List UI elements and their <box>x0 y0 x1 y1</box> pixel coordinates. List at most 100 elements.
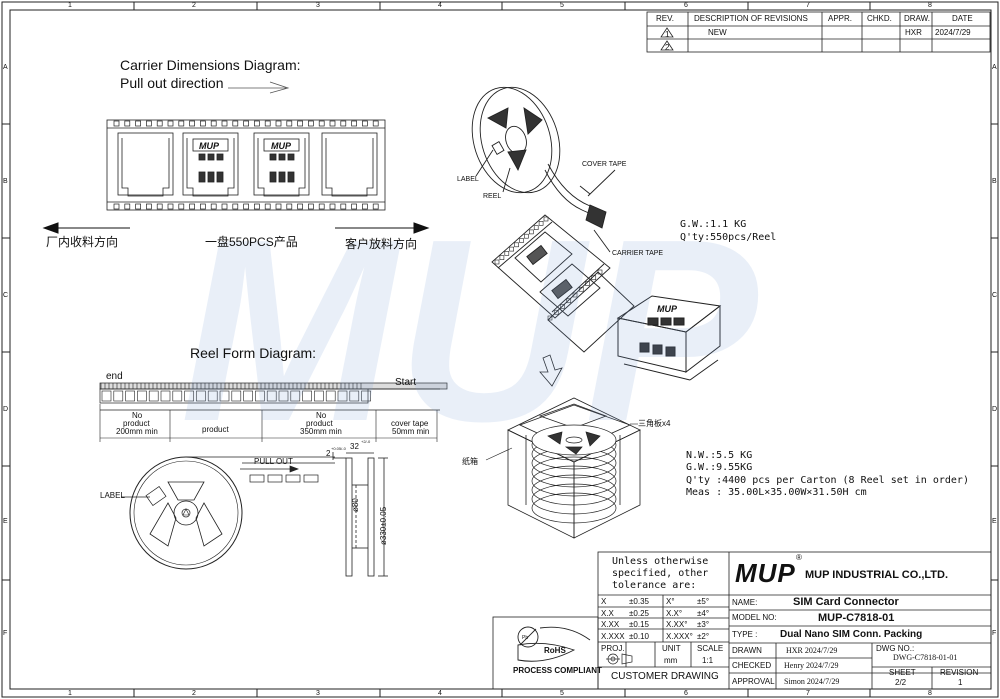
carrier-pockets <box>117 132 378 197</box>
iso-sprocket-hole <box>519 238 524 243</box>
carton-leaders <box>485 423 638 461</box>
revision-label: REVISION <box>940 668 979 677</box>
carton-corner-label: 三角板x4 <box>638 419 671 428</box>
tolerance-cell: ±2° <box>697 631 710 641</box>
iso-sprocket-hole <box>499 255 505 260</box>
rev-row1-date: 2024/7/29 <box>935 28 971 37</box>
sprocket-hole <box>167 120 174 127</box>
iso-sprocket-hole <box>528 229 534 235</box>
iso-sprocket-hole <box>578 286 584 292</box>
tape-cell <box>113 390 124 402</box>
sprocket-hole <box>340 203 347 210</box>
rev-row1-rev: 1 <box>665 30 670 39</box>
tape-cell <box>349 390 360 402</box>
row-label-b-right: B <box>992 178 997 185</box>
seg4-line2: 50mm min <box>392 427 430 436</box>
sprocket-hole <box>178 120 185 127</box>
sprocket-hole <box>243 203 249 210</box>
sprocket-hole <box>362 203 368 210</box>
revision-value: 1 <box>958 678 963 687</box>
tolerance-cell: ±0.10 <box>629 631 649 641</box>
sprocket-hole <box>243 120 249 127</box>
iso-sprocket-hole <box>509 246 515 252</box>
name-value: SIM Card Connector <box>793 596 899 608</box>
sprocket-hole <box>210 120 217 127</box>
iso-sprocket-hole <box>524 233 529 239</box>
dim-flange: 2 <box>326 449 331 458</box>
sprocket-hole <box>318 120 325 127</box>
rohs-badge-icon <box>517 626 591 662</box>
iso-sprocket-holes <box>494 216 603 321</box>
scale-label: SCALE <box>697 644 724 653</box>
tape-cell <box>290 390 301 402</box>
carrier-left-label: 厂内收料方向 <box>46 235 119 249</box>
sprocket-hole <box>286 203 293 210</box>
carton-measure: Meas : 35.00L×35.00W×31.50H cm <box>686 487 867 498</box>
iso-reel-label: REEL <box>483 193 502 200</box>
sprocket-hole <box>340 120 347 127</box>
iso-part-logo: MUP <box>657 304 677 314</box>
carrier-center-label: 一盘550PCS产品 <box>205 235 298 249</box>
reel-window <box>585 431 601 447</box>
rev-header-chkd: CHKD. <box>867 14 892 23</box>
col-label-5-bottom: 5 <box>560 690 564 697</box>
tape-cell <box>231 390 242 402</box>
iso-sprocket-hole <box>585 281 590 286</box>
iso-pockets <box>514 231 601 317</box>
sprocket-hole <box>329 203 336 210</box>
dwg-value: DWG-C7818-01-01 <box>893 653 958 662</box>
reel-form-start: Start <box>395 377 417 388</box>
sprocket-holes <box>113 120 379 210</box>
rev-row2-rev: 2 <box>665 43 670 52</box>
sprocket-hole <box>351 203 357 210</box>
iso-sprocket-hole <box>547 315 553 321</box>
carrier-right-label: 客户放料方向 <box>345 237 418 251</box>
sprocket-hole <box>113 120 120 127</box>
reel-label: LABEL <box>100 491 125 500</box>
col-label-4-bottom: 4 <box>438 690 442 697</box>
row-label-c: C <box>3 292 9 299</box>
col-label-6-bottom: 6 <box>684 690 688 697</box>
tape-cell <box>184 390 194 402</box>
col-label-8: 8 <box>928 2 932 9</box>
dwg-label: DWG NO.: <box>876 644 915 653</box>
reel-side-view <box>332 452 388 577</box>
sprocket-hole <box>221 203 228 210</box>
unit-label: UNIT <box>662 644 681 653</box>
down-arrow-icon <box>539 354 563 387</box>
carrier-tape-strip <box>106 119 386 211</box>
carton-gross-weight: G.W.:9.55KG <box>686 462 753 473</box>
row-label-f: F <box>3 630 8 637</box>
sheet-value: 2/2 <box>895 678 907 687</box>
tape-cell <box>314 390 324 402</box>
reel-front-view <box>129 456 243 570</box>
approval-value: Simon 2024/7/29 <box>784 677 840 686</box>
seg1-line1: No <box>132 411 143 420</box>
rev-row1-draw: HXR <box>905 28 922 37</box>
pocket-outline <box>257 138 306 197</box>
sheet-label: SHEET <box>889 668 916 677</box>
col-label-5: 5 <box>560 2 564 9</box>
top-reel <box>531 424 617 456</box>
tolerance-cell: ±0.15 <box>629 620 649 629</box>
sprocket-hole <box>124 120 131 127</box>
row-label-e: E <box>3 518 8 525</box>
iso-connector <box>616 295 722 381</box>
iso-sprocket-hole <box>560 304 565 309</box>
tolerance-intro-2: specified, other <box>612 568 709 579</box>
sprocket-hole <box>372 203 379 210</box>
carton-net-weight: N.W.:5.5 KG <box>686 450 753 461</box>
sprocket-hole <box>308 120 314 127</box>
reel-window <box>564 446 583 455</box>
rev-header-rev: REV. <box>656 14 674 23</box>
tape-cell <box>219 390 230 402</box>
tolerance-cell: X.XXX° <box>666 631 693 641</box>
tolerance-cell: X.XXX <box>601 631 625 641</box>
tape-cell <box>160 390 171 402</box>
col-label-2-bottom: 2 <box>192 690 196 697</box>
contact-pad <box>287 153 295 161</box>
contact-pad <box>198 171 206 183</box>
tolerance-cell: ±3° <box>697 620 710 629</box>
tolerance-intro-3: tolerance are: <box>612 580 697 591</box>
seg3-line1: No <box>316 411 327 420</box>
